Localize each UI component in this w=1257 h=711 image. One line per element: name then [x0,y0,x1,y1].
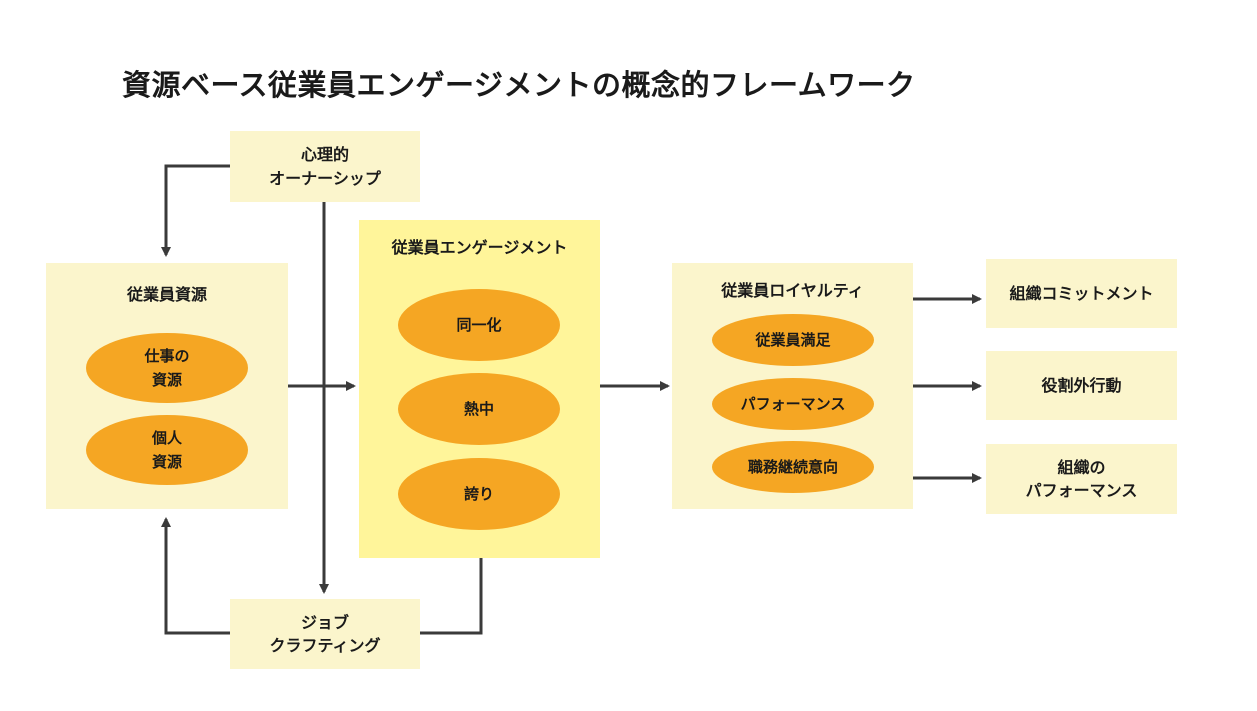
resources-heading: 従業員資源 [126,285,207,304]
identification-ellipse: 同一化 [398,289,560,361]
loyalty-heading: 従業員ロイヤルティ [721,281,864,300]
job-resources-line2: 資源 [151,371,182,389]
personal-resources-ellipse: 個人 資源 [86,415,248,485]
extra-role-line1: 役割外行動 [1041,375,1122,395]
satisfaction-ellipse: 従業員満足 [712,314,874,366]
ownership-box: 心理的 オーナーシップ [230,131,420,202]
ownership-line2: オーナーシップ [269,168,381,188]
identification-label: 同一化 [456,316,502,334]
performance-label: パフォーマンス [740,395,846,413]
pride-label: 誇り [463,485,494,503]
engagement-heading: 従業員エンゲージメント [391,238,568,257]
ownership-line1: 心理的 [300,145,349,165]
retention-label: 職務継続意向 [747,458,838,476]
line-engagement-to-crafting [420,558,483,635]
crafting-line2: クラフティング [269,636,381,655]
absorption-label: 熱中 [463,400,494,418]
absorption-ellipse: 熱中 [398,373,560,445]
commitment-line1: 組織コミットメント [1009,283,1154,303]
arrow-crafting-to-resources [161,517,230,635]
crafting-box: ジョブ クラフティング [230,599,420,669]
org-performance-line1: 組織の [1057,457,1106,477]
org-performance-line2: パフォーマンス [1025,481,1138,500]
retention-ellipse: 職務継続意向 [712,441,874,493]
crafting-line1: ジョブ [300,612,349,632]
org-performance-box: 組織の パフォーマンス [986,444,1177,514]
diagram-title: 資源ベース従業員エンゲージメントの概念的フレームワーク [122,68,916,102]
extra-role-box: 役割外行動 [986,351,1177,420]
pride-ellipse: 誇り [398,458,560,530]
arrow-ownership-to-resources [161,164,230,257]
performance-ellipse: パフォーマンス [712,378,874,430]
commitment-box: 組織コミットメント [986,259,1177,328]
job-resources-line1: 仕事の [144,347,190,365]
satisfaction-label: 従業員満足 [755,331,831,349]
personal-resources-line1: 個人 [151,429,182,447]
personal-resources-line2: 資源 [151,453,182,471]
job-resources-ellipse: 仕事の 資源 [86,333,248,403]
